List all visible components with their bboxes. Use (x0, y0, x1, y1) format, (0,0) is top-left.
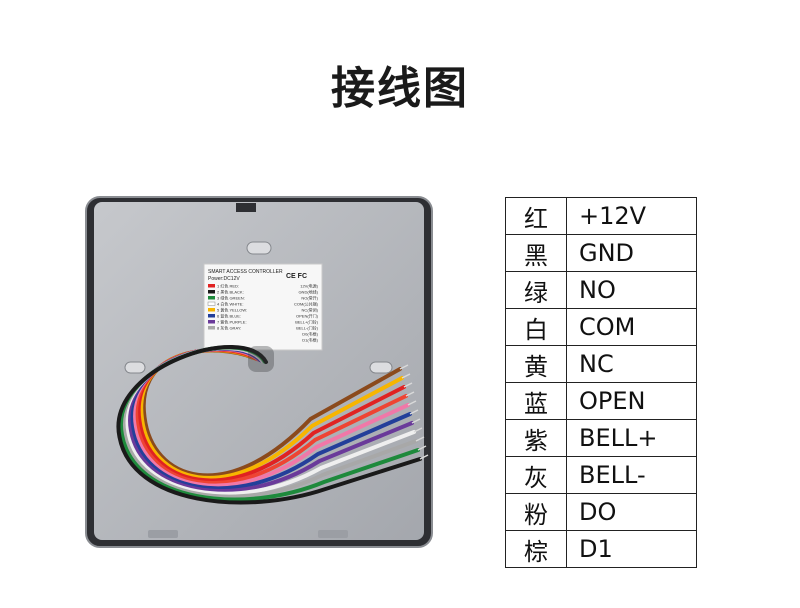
label-right-0: 12V(电源) (300, 283, 318, 289)
wire-color-cell: 蓝 (505, 382, 567, 420)
wire (116, 345, 422, 505)
label-right-8: D0(韦根) (302, 331, 318, 337)
cable-grommet (248, 346, 274, 372)
label-right-6: BELL+(门铃) (295, 319, 318, 325)
table-row: 紫 BELL+ (505, 419, 697, 457)
wire-tip (405, 391, 415, 397)
signal-cell: GND (566, 234, 697, 272)
wiring-table: 红 +12V 黑 GND 绿 NO 白 COM 黄 NC 蓝 OPEN 紫 BE… (505, 197, 697, 568)
wire-color-cell: 红 (505, 197, 567, 235)
signal-cell: NC (566, 345, 697, 383)
page-title: 接线图 (331, 63, 469, 114)
table-row: 黄 NC (505, 345, 697, 383)
label-right-9: D1(韦根) (302, 337, 318, 343)
label-right-4: NC(常闭) (302, 307, 319, 313)
signal-cell: BELL+ (566, 419, 697, 457)
signal-cell: BELL- (566, 456, 697, 494)
wire-color-cell: 绿 (505, 271, 567, 309)
label-right-5: OPEN(开门) (296, 313, 319, 319)
label-left-6: 7 紫色 PURPLE: (217, 319, 247, 325)
table-row: 黑 GND (505, 234, 697, 272)
mount-slot-top (246, 241, 272, 255)
wire-tip (411, 418, 421, 424)
label-right-3: COM(公共端) (294, 301, 319, 307)
label-title: SMART ACCESS CONTROLLER (208, 269, 283, 275)
table-row: 绿 NO (505, 271, 697, 309)
wire-color-cell: 粉 (505, 493, 567, 531)
mount-slot-left (124, 361, 146, 374)
wire-color-cell: 紫 (505, 419, 567, 457)
wire-color-cell: 黑 (505, 234, 567, 272)
wire-color-cell: 白 (505, 308, 567, 346)
label-left-4: 5 黄色 YELLOW: (217, 307, 247, 313)
wire-tip (409, 409, 419, 415)
table-row: 灰 BELL- (505, 456, 697, 494)
label-swatches (207, 284, 216, 330)
wire-color-cell: 棕 (505, 530, 567, 568)
bottom-tab-right (318, 530, 348, 538)
label-left-0: 1 红色 RED: (217, 283, 239, 289)
wire-tip (401, 373, 411, 379)
table-row: 粉 DO (505, 493, 697, 531)
wire-tip (415, 436, 425, 442)
device-label: SMART ACCESS CONTROLLER Power:DC12V CE F… (203, 263, 323, 351)
label-right-7: BELL-(门铃) (296, 325, 318, 331)
label-left-3: 4 白色 WHITE: (217, 301, 243, 307)
table-row: 红 +12V (505, 197, 697, 235)
label-left-1: 2 黑色 BLACK: (217, 289, 244, 295)
label-left-2: 3 绿色 GREEN: (217, 295, 245, 301)
wire-tip (413, 427, 423, 433)
wire-tip (407, 400, 417, 406)
signal-cell: +12V (566, 197, 697, 235)
device-back-panel: SMART ACCESS CONTROLLER Power:DC12V CE F… (85, 196, 433, 548)
wire-bundle (116, 345, 422, 505)
top-notch (236, 203, 256, 212)
label-power: Power:DC12V (208, 276, 240, 282)
label-right-2: NO(常开) (301, 295, 318, 301)
label-certs: CE FC (286, 273, 307, 280)
wire-color-cell: 黄 (505, 345, 567, 383)
wire-tip (399, 364, 409, 370)
label-left-5: 6 蓝色 BLUE: (217, 313, 241, 319)
signal-cell: COM (566, 308, 697, 346)
wire-tip (419, 454, 429, 460)
signal-cell: DO (566, 493, 697, 531)
wire-tips (399, 364, 429, 460)
wire-tip (403, 382, 413, 388)
device-plate (94, 202, 424, 540)
wire-tip (417, 445, 427, 451)
table-row: 白 COM (505, 308, 697, 346)
signal-cell: OPEN (566, 382, 697, 420)
label-right-1: GND(地线) (298, 289, 318, 295)
mount-slot-right (369, 361, 393, 374)
label-left-7: 8 灰色 GRAY: (217, 325, 241, 331)
table-row: 蓝 OPEN (505, 382, 697, 420)
signal-cell: NO (566, 271, 697, 309)
signal-cell: D1 (566, 530, 697, 568)
wire-color-cell: 灰 (505, 456, 567, 494)
bottom-tab-left (148, 530, 178, 538)
table-row: 棕 D1 (505, 530, 697, 568)
